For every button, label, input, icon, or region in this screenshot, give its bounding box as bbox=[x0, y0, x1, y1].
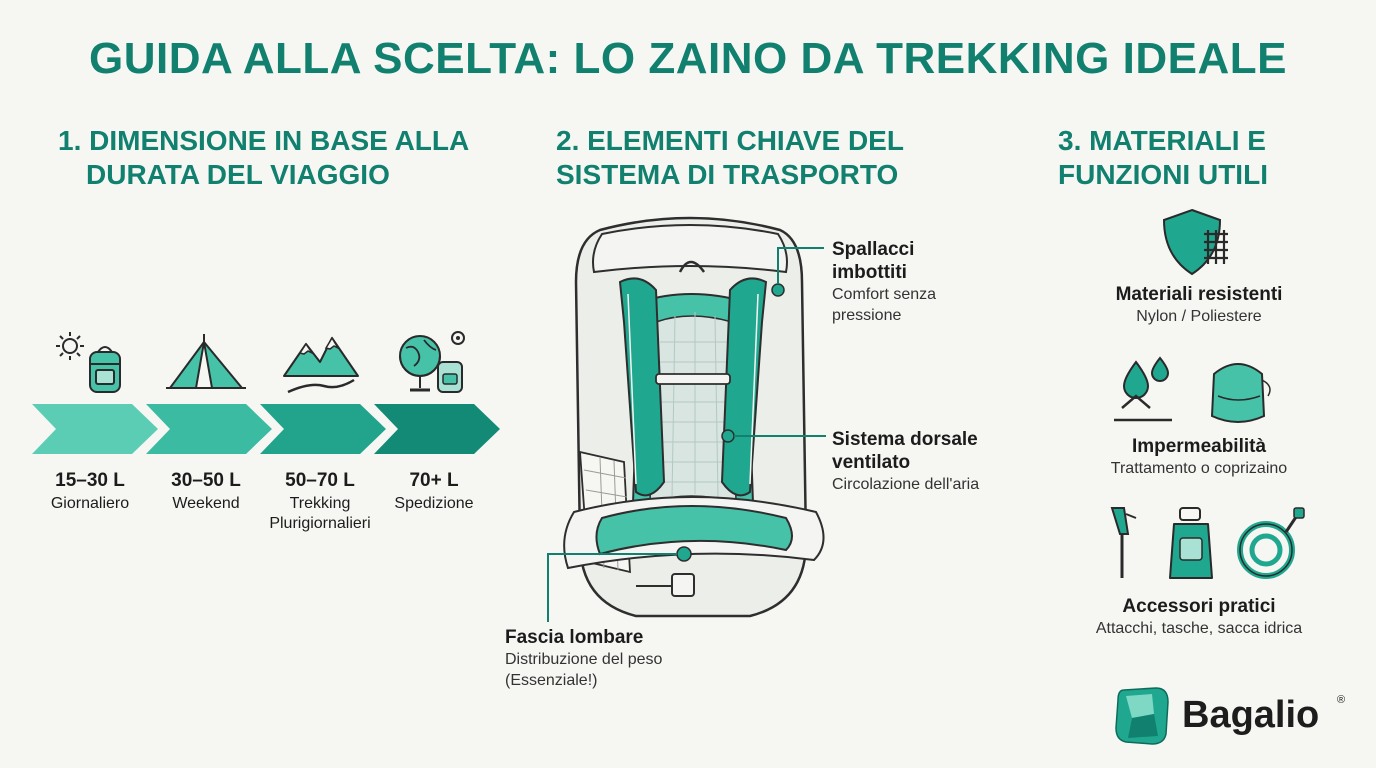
brand-name: Bagalio bbox=[1182, 694, 1320, 736]
arrow-segment-1 bbox=[32, 404, 158, 454]
callout-shoulder-straps: Spallacci imbottiti Comfort senza pressi… bbox=[832, 238, 936, 326]
section-size-title-line2: DURATA DEL VIAGGIO bbox=[86, 159, 390, 190]
water-drop-icon bbox=[1114, 356, 1172, 422]
trekking-pole-icon bbox=[1110, 507, 1137, 578]
feature-waterproof: Impermeabilità Trattamento o coprizaino bbox=[1049, 436, 1349, 478]
size-label: Trekking bbox=[289, 495, 351, 512]
feature-title: Impermeabilità bbox=[1131, 436, 1267, 457]
feature-title: Accessori pratici bbox=[1122, 596, 1276, 617]
section-carry-title: 2. ELEMENTI CHIAVE DEL SISTEMA DI TRASPO… bbox=[556, 124, 904, 192]
callout-hip-belt: Fascia lombare Distribuzione del peso (E… bbox=[505, 626, 662, 691]
callout-sub: Circolazione dell'aria bbox=[832, 476, 980, 493]
hydration-tube-icon bbox=[1237, 507, 1305, 579]
size-label: Spedizione bbox=[394, 495, 474, 512]
callout-sub: Distribuzione del peso bbox=[505, 651, 663, 668]
callout-title: Spallacci bbox=[832, 239, 915, 260]
size-weekend: 30–50 L Weekend bbox=[136, 470, 276, 514]
tent-icon bbox=[166, 334, 246, 389]
feature-title: Materiali resistenti bbox=[1115, 284, 1283, 305]
size-label: Weekend bbox=[172, 495, 240, 512]
size-value: 30–50 L bbox=[171, 470, 241, 491]
size-trekking: 50–70 L Trekking Plurigiornalieri bbox=[250, 470, 390, 534]
section-materials-title-line1: 3. MATERIALI E bbox=[1058, 125, 1266, 156]
section-materials-title-line2: FUNZIONI UTILI bbox=[1058, 159, 1268, 190]
feature-materials: Materiali resistenti Nylon / Poliestere bbox=[1049, 284, 1349, 326]
water-bottle-icon bbox=[1169, 507, 1213, 579]
arrow-segment-4 bbox=[374, 404, 500, 454]
arrow-segment-3 bbox=[260, 404, 386, 454]
globe-pack-icon bbox=[399, 331, 465, 393]
callout-sub: Comfort senza bbox=[832, 286, 937, 303]
daypack-sun-icon bbox=[56, 332, 121, 393]
leader-hip bbox=[547, 553, 677, 622]
callout-sub-2: pressione bbox=[832, 307, 902, 324]
section-size-title-line1: 1. DIMENSIONE IN BASE ALLA bbox=[58, 125, 470, 156]
callout-back-system: Sistema dorsale ventilato Circolazione d… bbox=[832, 428, 979, 495]
section-carry-title-line1: 2. ELEMENTI CHIAVE DEL bbox=[556, 125, 904, 156]
section-size-title: 1. DIMENSIONE IN BASE ALLA DURATA DEL VI… bbox=[58, 124, 469, 192]
feature-sub: Trattamento o coprizaino bbox=[1110, 460, 1288, 477]
rain-cover-icon bbox=[1210, 363, 1271, 423]
size-expedition: 70+ L Spedizione bbox=[364, 470, 504, 514]
feature-accessories: Accessori pratici Attacchi, tasche, sacc… bbox=[1049, 596, 1349, 638]
size-timeline-arrows bbox=[32, 404, 500, 454]
leader-shoulder bbox=[777, 247, 824, 284]
size-daypack: 15–30 L Giornaliero bbox=[20, 470, 160, 514]
section-materials-title: 3. MATERIALI E FUNZIONI UTILI bbox=[1058, 124, 1268, 192]
callout-sub-2: (Essenziale!) bbox=[505, 672, 598, 689]
feature-sub: Attacchi, tasche, sacca idrica bbox=[1095, 620, 1303, 637]
size-value: 15–30 L bbox=[55, 470, 125, 491]
section-carry-title-line2: SISTEMA DI TRASPORTO bbox=[556, 159, 899, 190]
shield-fabric-icon bbox=[1162, 208, 1228, 276]
arrow-segment-2 bbox=[146, 404, 272, 454]
feature-sub: Nylon / Poliestere bbox=[1136, 308, 1262, 325]
callout-title-2: ventilato bbox=[832, 452, 911, 473]
bagalio-logo-icon bbox=[1115, 687, 1169, 745]
size-value: 70+ L bbox=[409, 470, 459, 491]
size-value: 50–70 L bbox=[285, 470, 355, 491]
callout-title-2: imbottiti bbox=[832, 262, 907, 283]
callout-title: Sistema dorsale bbox=[832, 429, 978, 450]
main-title: GUIDA ALLA SCELTA: LO ZAINO DA TREKKING … bbox=[89, 34, 1287, 83]
brand-registered-mark: ® bbox=[1337, 694, 1346, 706]
mountains-trail-icon bbox=[283, 336, 359, 394]
backpack-illustration bbox=[547, 216, 826, 622]
callout-title: Fascia lombare bbox=[505, 627, 644, 648]
size-label-2: Plurigiornalieri bbox=[269, 515, 371, 532]
size-label: Giornaliero bbox=[50, 495, 130, 512]
